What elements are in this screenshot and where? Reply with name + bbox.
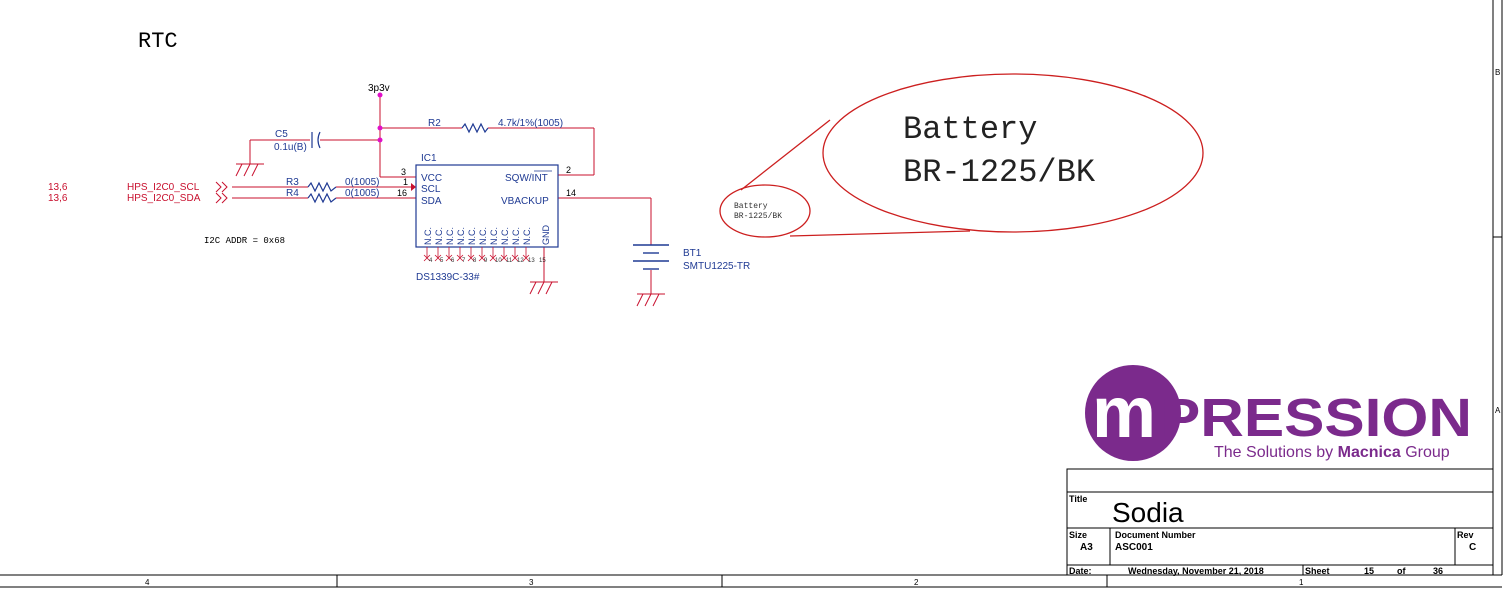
tb-title-label: Title (1069, 494, 1087, 504)
ic1-body (415, 164, 559, 248)
ic1-part: DS1339C-33# (416, 272, 480, 283)
r4-value: 0(1005) (345, 188, 379, 199)
pin-sqw-name: SQW/INT (505, 173, 548, 184)
callout-small-line1: Battery (734, 202, 768, 211)
tb-sheet-value: 15 (1364, 566, 1374, 576)
r4-ref: R4 (286, 188, 299, 199)
nc-pin: N.C. (467, 227, 477, 245)
tb-of-label: of (1397, 566, 1406, 576)
logo-tagline: The Solutions by Macnica Group (1214, 444, 1450, 461)
border-col-1: 1 (1299, 578, 1304, 587)
r3-ref: R3 (286, 177, 299, 188)
nc-pin: N.C. (445, 227, 455, 245)
pin-sda-name: SDA (421, 196, 442, 207)
offpage-sda-net: HPS_I2C0_SDA (127, 193, 201, 204)
offpage-scl-sheets: 13,6 (48, 182, 68, 193)
logo-word: PRESSION (1160, 388, 1472, 448)
pin-num: 15 (539, 258, 546, 264)
pin-num: 5 (440, 258, 444, 264)
wires (232, 95, 652, 294)
nc-pin: N.C. (489, 227, 499, 245)
tb-rev-label: Rev (1457, 530, 1474, 540)
pin-num: 12 (517, 258, 524, 264)
pin-num: 4 (429, 258, 433, 264)
border-row-b: B (1495, 68, 1500, 77)
resistor-symbols (307, 122, 489, 204)
title-block (1066, 468, 1494, 576)
ic1-ref: IC1 (421, 153, 437, 164)
callout-small-line2: BR-1225/BK (734, 212, 782, 221)
callout-big-line2: BR-1225/BK (903, 154, 1096, 191)
logo-m-circle (1085, 365, 1181, 461)
tb-date-label: Date: (1069, 566, 1092, 576)
bt1-ref: BT1 (683, 248, 702, 259)
offpage-sda-sheets: 13,6 (48, 193, 68, 204)
offpage-connectors (215, 181, 228, 204)
battery-symbol (633, 244, 669, 270)
tb-docnum-value: ASC001 (1115, 542, 1153, 553)
tagline-post: Group (1401, 444, 1450, 461)
ground-symbols (235, 163, 665, 307)
c5-value: 0.1u(B) (274, 142, 307, 153)
border-col-4: 4 (145, 578, 150, 587)
nc-pin: N.C. (456, 227, 466, 245)
pin-sda-num: 16 (397, 188, 407, 198)
nc-pin: N.C. (522, 227, 532, 245)
nc-pin: N.C. (500, 227, 510, 245)
ic-bottom-pin-numbers: 4 5 6 7 8 9 10 11 12 13 15 (429, 258, 546, 264)
border-row-a: A (1495, 406, 1501, 415)
pin-num: 6 (451, 258, 455, 264)
tb-of-value: 36 (1433, 566, 1443, 576)
pin-vcc-num: 3 (401, 167, 406, 177)
r3-value: 0(1005) (345, 177, 379, 188)
tagline-pre: The Solutions by (1214, 444, 1338, 461)
power-net-label: 3p3v (368, 83, 390, 94)
pin-num: 9 (484, 258, 488, 264)
junctions (377, 92, 383, 143)
pin-num: 11 (506, 258, 513, 264)
scl-input-arrow (411, 183, 416, 191)
pin-vbackup-num: 14 (566, 188, 576, 198)
bt1-part: SMTU1225-TR (683, 261, 750, 272)
pin-num: 10 (495, 258, 502, 264)
border-col-3: 3 (529, 578, 534, 587)
nc-pin: N.C. (478, 227, 488, 245)
border-col-2: 2 (914, 578, 919, 587)
tb-title-value: Sodia (1112, 497, 1184, 528)
tb-sheet-label: Sheet (1305, 566, 1330, 576)
mpression-logo: m PRESSION The Solutions by Macnica Grou… (1085, 365, 1472, 461)
r2-value: 4.7k/1%(1005) (498, 118, 563, 129)
pin-scl-num: 1 (403, 177, 408, 187)
r2-ref: R2 (428, 118, 441, 129)
pin-sqw-num: 2 (566, 165, 571, 175)
offpage-scl-net: HPS_I2C0_SCL (127, 182, 200, 193)
gnd-pin: GND (541, 225, 551, 246)
logo-m: m (1092, 373, 1156, 453)
tagline-bold: Macnica (1338, 444, 1401, 461)
tb-size-label: Size (1069, 530, 1087, 540)
nc-pin: N.C. (434, 227, 444, 245)
pin-vbackup-name: VBACKUP (501, 196, 549, 207)
pin-num: 7 (462, 258, 466, 264)
pin-num: 8 (473, 258, 477, 264)
callout-big-line1: Battery (903, 111, 1037, 148)
nc-pin-labels: N.C. N.C. N.C. N.C. N.C. N.C. N.C. N.C. … (423, 225, 551, 246)
i2c-address-note: I2C ADDR = 0x68 (204, 236, 285, 246)
tb-size-value: A3 (1080, 542, 1093, 553)
c5-ref: C5 (275, 129, 288, 140)
pin-num: 13 (528, 258, 535, 264)
tb-docnum-label: Document Number (1115, 530, 1196, 540)
tb-date-value: Wednesday, November 21, 2018 (1128, 566, 1264, 576)
pin-vcc-name: VCC (421, 173, 442, 184)
sheet-title: RTC (138, 29, 178, 54)
pin-scl-name: SCL (421, 184, 441, 195)
capacitor-c5 (311, 131, 321, 149)
nc-pin: N.C. (511, 227, 521, 245)
nc-pin-stubs (423, 247, 530, 262)
nc-pin: N.C. (423, 227, 433, 245)
battery-callout (719, 73, 1204, 238)
tb-rev-value: C (1469, 542, 1476, 553)
